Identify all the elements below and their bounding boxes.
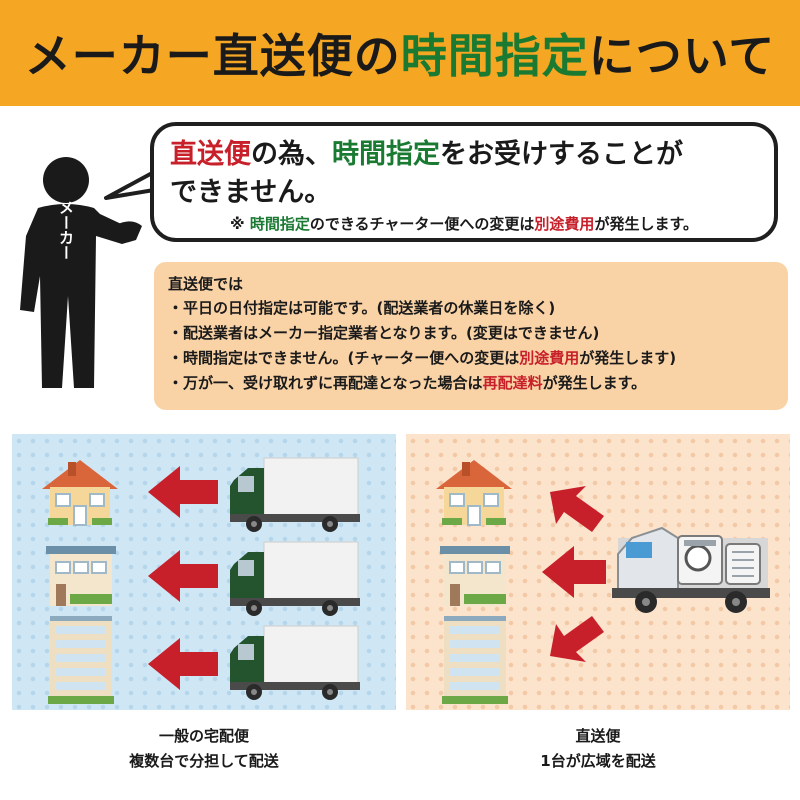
speech-bubble: 直送便の為、時間指定をお受けすることが できません。 ※ 時間指定のできるチャー…: [150, 122, 778, 242]
caption-left-line1: 一般の宅配便: [158, 727, 249, 745]
bubble-text-a: の為、: [251, 139, 332, 170]
house-icon: [42, 460, 118, 526]
info-item3-b: が発生します): [579, 349, 677, 367]
info-item3-a: ・時間指定はできません。(チャーター便への変更は: [168, 349, 520, 367]
truck-icon: [230, 625, 360, 700]
title-part1: メーカー直送便の: [24, 29, 401, 83]
person-silhouette-icon: メーカー: [20, 157, 142, 388]
info-item-weekday: ・平日の日付指定は可能です。(配送業者の休業日を除く): [168, 299, 556, 317]
house-icon: [436, 460, 512, 526]
note-text-b: が発生します。: [594, 215, 698, 233]
apartment-icon: [46, 546, 116, 606]
direct-delivery-panel: [406, 434, 790, 710]
caption-right-line1: 直送便: [575, 727, 621, 745]
title-part2: について: [588, 29, 776, 83]
caption-left-line2: 複数台で分担して配送: [129, 752, 279, 770]
bubble-line-2: できません。: [170, 177, 332, 208]
generator-machine-icon: [677, 535, 761, 585]
caption-right-line2: 1台が広域を配送: [540, 752, 656, 770]
arrow-icon: [542, 486, 606, 662]
bubble-red-text: 直送便: [170, 139, 251, 170]
note-mark: ※: [230, 215, 250, 233]
page-title: メーカー直送便の時間指定について: [25, 20, 776, 86]
info-item-time: ・時間指定はできません。(チャーター便への変更は別途費用が発生します): [168, 346, 774, 371]
note-red: 別途費用: [534, 215, 595, 233]
title-highlight: 時間指定: [400, 29, 589, 83]
tower-building-icon: [48, 616, 114, 704]
info-item4-a: ・万が一、受け取れずに再配達となった場合は: [168, 374, 483, 392]
info-item3-red: 別途費用: [519, 349, 580, 367]
info-heading: 直送便では: [168, 275, 244, 293]
direct-delivery-caption: 直送便 1台が広域を配送: [406, 724, 790, 774]
header-banner: メーカー直送便の時間指定について: [0, 0, 800, 106]
regular-delivery-caption: 一般の宅配便 複数台で分担して配送: [12, 724, 396, 774]
bubble-text-b: をお受けすることが: [440, 139, 683, 170]
bubble-note: ※ 時間指定のできるチャーター便への変更は別途費用が発生します。: [170, 213, 758, 234]
regular-delivery-panel: [12, 434, 396, 710]
regular-delivery-illustration: [42, 457, 360, 704]
note-green: 時間指定: [249, 215, 310, 233]
truck-icon: [230, 457, 360, 532]
truck-icon: [230, 541, 360, 616]
info-box: 直送便では ・平日の日付指定は可能です。(配送業者の休業日を除く) ・配送業者は…: [154, 262, 788, 410]
bubble-line-1: 直送便の為、時間指定をお受けすることが: [170, 136, 758, 174]
direct-delivery-illustration: [436, 460, 770, 704]
info-item-carrier: ・配送業者はメーカー指定業者となります。(変更はできません): [168, 324, 600, 342]
info-item4-red: 再配達料: [482, 374, 543, 392]
person-label: メーカー: [57, 200, 75, 260]
bubble-green-text: 時間指定: [332, 139, 440, 170]
apartment-icon: [440, 546, 510, 606]
note-text-a: のできるチャーター便への変更は: [309, 215, 535, 233]
tower-building-icon: [442, 616, 508, 704]
info-item-redelivery: ・万が一、受け取れずに再配達となった場合は再配達料が発生します。: [168, 371, 774, 396]
info-item4-b: が発生します。: [542, 374, 647, 392]
arrow-icon: [148, 466, 218, 690]
